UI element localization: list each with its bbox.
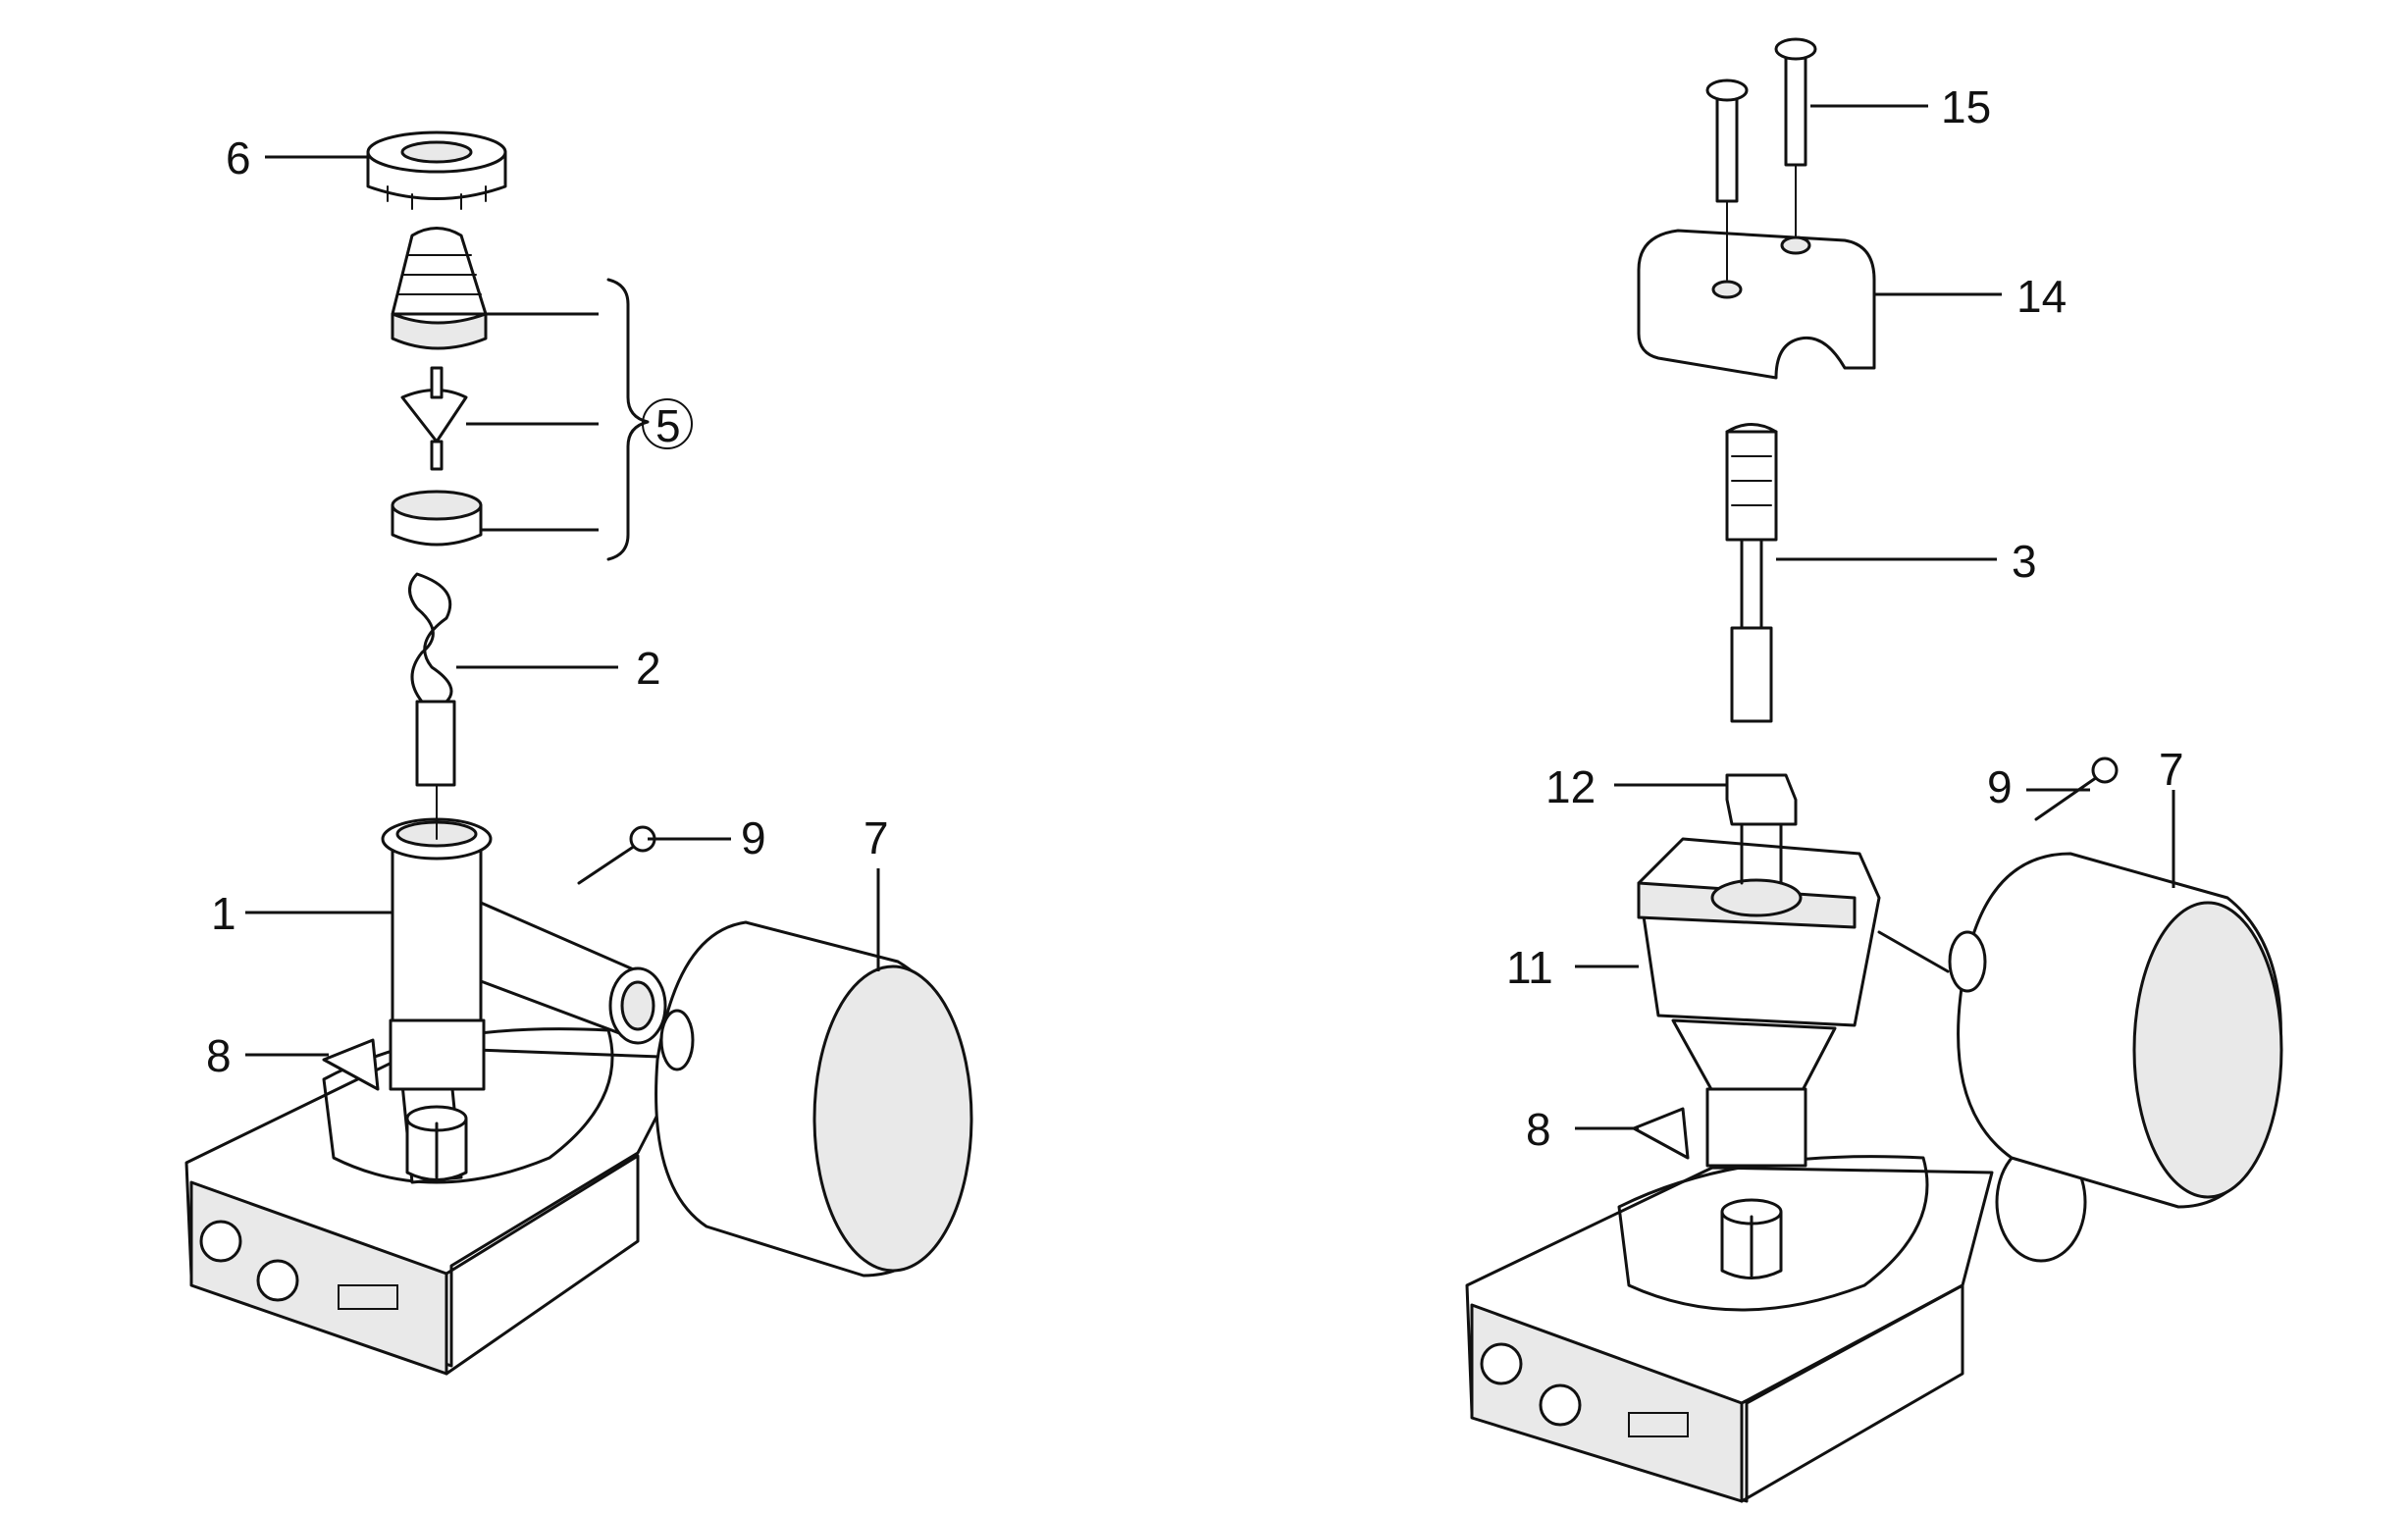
speed-knob-icon xyxy=(1480,1342,1523,1385)
shredder-housing xyxy=(1637,837,1881,1168)
locking-ring xyxy=(366,130,507,210)
brand-plate xyxy=(338,1284,398,1310)
cutting-unit-set xyxy=(391,227,488,547)
left-assembly: 6 5 2 9 7 1 8 xyxy=(184,130,973,1376)
left-drive-coupling xyxy=(405,1105,468,1181)
drum-shaft xyxy=(1725,423,1778,723)
label-11: 11 xyxy=(1506,942,1553,993)
shredder-cover xyxy=(1637,229,1876,380)
cutter-insert xyxy=(1725,773,1798,885)
label-1: 1 xyxy=(211,888,236,939)
right-wing-nut xyxy=(1632,1107,1690,1160)
right-assembly: 15 14 3 12 9 7 11 8 xyxy=(1465,37,2283,1503)
label-9-right: 9 xyxy=(1987,761,2013,812)
right-hopper-tray xyxy=(1877,852,2283,1209)
label-6: 6 xyxy=(226,132,251,183)
set-5-brace xyxy=(606,278,650,561)
label-7-left: 7 xyxy=(864,812,889,863)
left-hopper-tray xyxy=(654,920,973,1278)
label-8-right: 8 xyxy=(1526,1104,1551,1155)
set-5-circle xyxy=(642,398,693,449)
power-knob-icon xyxy=(1539,1383,1582,1427)
label-5: 5 xyxy=(655,400,681,451)
label-9-left: 9 xyxy=(741,812,766,863)
label-12: 12 xyxy=(1545,761,1596,812)
label-14: 14 xyxy=(2016,271,2067,322)
right-motor-base xyxy=(1465,1141,2087,1503)
label-8-left: 8 xyxy=(206,1030,232,1081)
right-fixing-screw xyxy=(2034,756,2119,821)
label-15: 15 xyxy=(1941,81,1991,132)
label-7-right: 7 xyxy=(2159,744,2184,795)
cover-screws xyxy=(1705,37,1817,281)
label-2: 2 xyxy=(636,643,661,694)
speed-knob-icon xyxy=(199,1220,242,1263)
brand-plate xyxy=(1628,1412,1689,1437)
right-drive-coupling xyxy=(1720,1198,1783,1279)
worm-shaft xyxy=(408,572,456,840)
left-fixing-screw xyxy=(577,825,656,885)
left-wing-nut xyxy=(322,1038,380,1091)
power-knob-icon xyxy=(256,1259,299,1302)
label-3: 3 xyxy=(2012,536,2037,587)
grinder-body xyxy=(381,817,667,1091)
